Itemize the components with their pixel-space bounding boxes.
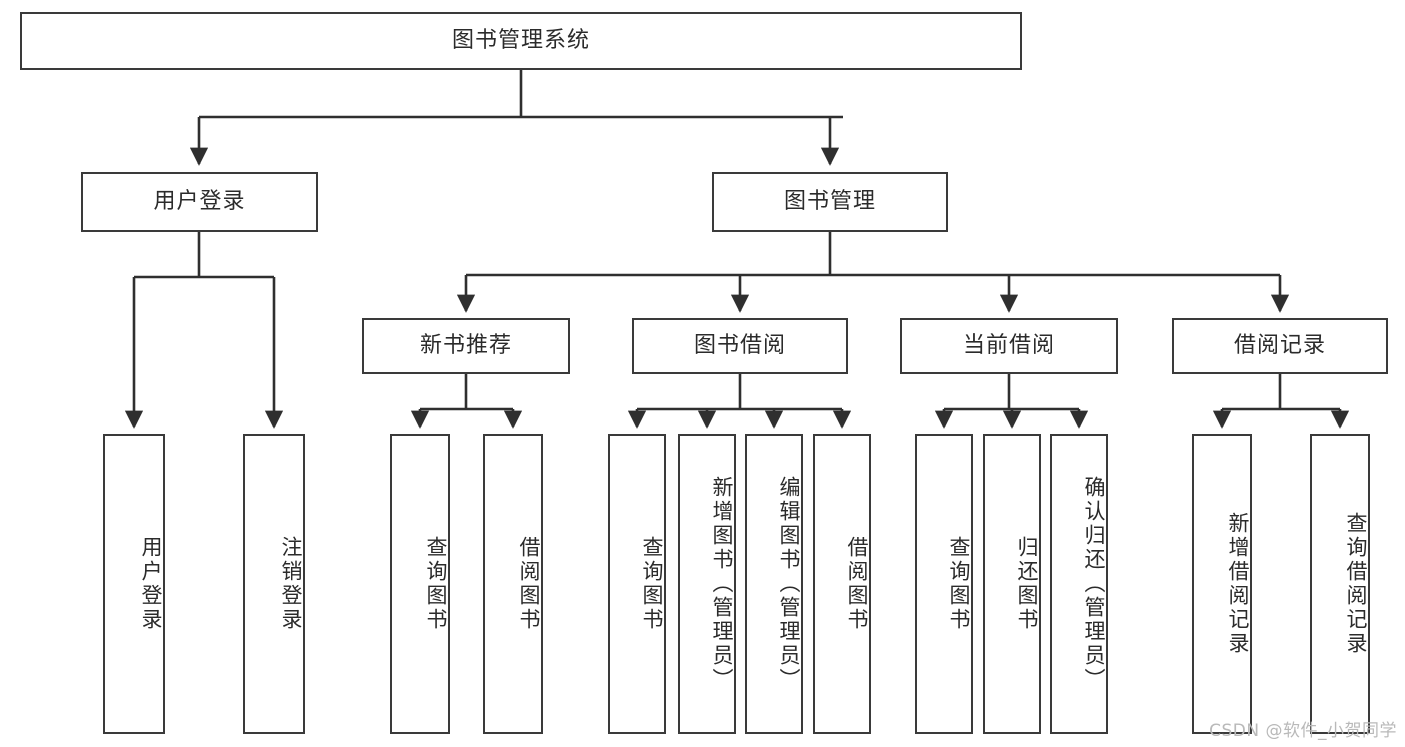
node-leaf-borrow-book-2[interactable]: 借阅图书 bbox=[813, 434, 871, 734]
node-leaf-query-record[interactable]: 查询借阅记录 bbox=[1310, 434, 1370, 734]
node-leaf-query-book-2[interactable]: 查询图书 bbox=[608, 434, 666, 734]
node-book-borrow-label: 图书借阅 bbox=[693, 333, 786, 359]
node-borrow-record[interactable]: 借阅记录 bbox=[1172, 318, 1388, 374]
node-root[interactable]: 图书管理系统 bbox=[20, 12, 1022, 70]
node-leaf-add-book[interactable]: 新增图书（管理员） bbox=[678, 434, 736, 734]
node-leaf-edit-book-label: 编辑图书（管理员） bbox=[777, 476, 801, 692]
node-leaf-add-record-label: 新增借阅记录 bbox=[1226, 512, 1250, 656]
node-leaf-user-logout-label: 注销登录 bbox=[279, 536, 303, 632]
node-leaf-user-login[interactable]: 用户登录 bbox=[103, 434, 165, 734]
node-leaf-add-book-label: 新增图书（管理员） bbox=[710, 476, 734, 692]
node-book-borrow[interactable]: 图书借阅 bbox=[632, 318, 848, 374]
node-leaf-add-record[interactable]: 新增借阅记录 bbox=[1192, 434, 1252, 734]
node-leaf-confirm-return[interactable]: 确认归还（管理员） bbox=[1050, 434, 1108, 734]
node-leaf-user-logout[interactable]: 注销登录 bbox=[243, 434, 305, 734]
node-leaf-return-book[interactable]: 归还图书 bbox=[983, 434, 1041, 734]
node-leaf-borrow-book-1-label: 借阅图书 bbox=[517, 536, 541, 632]
node-leaf-query-record-label: 查询借阅记录 bbox=[1344, 512, 1368, 656]
node-book-manage[interactable]: 图书管理 bbox=[712, 172, 948, 232]
node-leaf-borrow-book-1[interactable]: 借阅图书 bbox=[483, 434, 543, 734]
node-current-borrow-label: 当前借阅 bbox=[962, 333, 1055, 359]
node-root-label: 图书管理系统 bbox=[451, 28, 590, 54]
node-current-borrow[interactable]: 当前借阅 bbox=[900, 318, 1118, 374]
node-new-book-rec-label: 新书推荐 bbox=[419, 333, 512, 359]
node-leaf-query-book-3[interactable]: 查询图书 bbox=[915, 434, 973, 734]
node-leaf-borrow-book-2-label: 借阅图书 bbox=[845, 536, 869, 632]
node-borrow-record-label: 借阅记录 bbox=[1233, 333, 1326, 359]
node-leaf-confirm-return-label: 确认归还（管理员） bbox=[1082, 476, 1106, 692]
node-leaf-query-book-3-label: 查询图书 bbox=[947, 536, 971, 632]
node-leaf-user-login-label: 用户登录 bbox=[139, 536, 163, 632]
node-leaf-query-book-2-label: 查询图书 bbox=[640, 536, 664, 632]
node-leaf-query-book-1-label: 查询图书 bbox=[424, 536, 448, 632]
node-leaf-return-book-label: 归还图书 bbox=[1015, 536, 1039, 632]
node-leaf-edit-book[interactable]: 编辑图书（管理员） bbox=[745, 434, 803, 734]
node-book-manage-label: 图书管理 bbox=[783, 189, 876, 215]
node-user-login-label: 用户登录 bbox=[153, 189, 246, 215]
node-new-book-rec[interactable]: 新书推荐 bbox=[362, 318, 570, 374]
node-user-login[interactable]: 用户登录 bbox=[81, 172, 318, 232]
node-leaf-query-book-1[interactable]: 查询图书 bbox=[390, 434, 450, 734]
csdn-watermark: CSDN @软件_小贺同学 bbox=[1209, 721, 1397, 741]
